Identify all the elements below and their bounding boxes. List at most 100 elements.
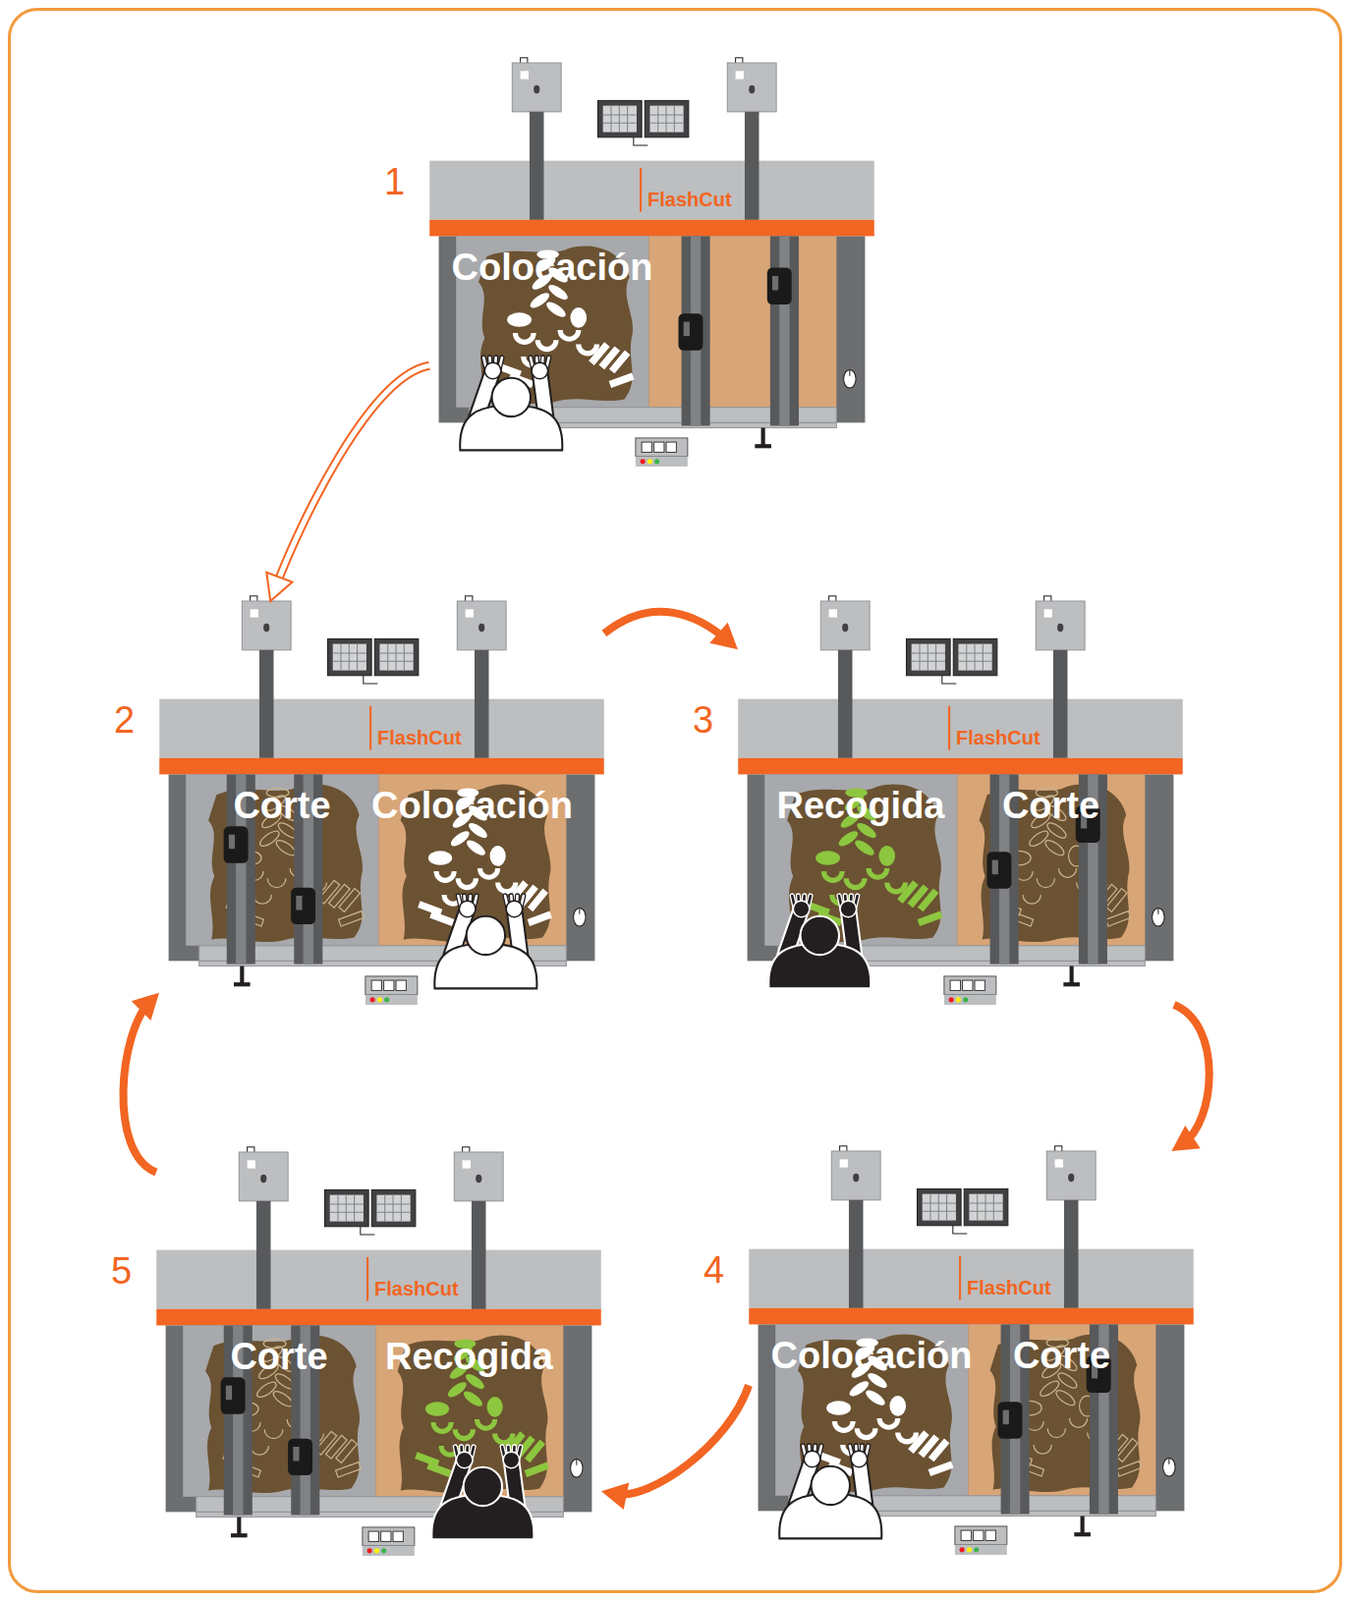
monitor-screen — [649, 106, 683, 133]
cut-piece — [490, 845, 507, 867]
cutting-head — [992, 860, 999, 876]
cut-piece — [326, 1435, 348, 1460]
operator-head — [811, 1466, 850, 1506]
work-zone: Corte — [967, 1325, 1156, 1497]
brand-line — [948, 706, 951, 751]
status-light — [370, 997, 376, 1003]
camera-lens — [478, 623, 485, 632]
cut-piece — [487, 1397, 504, 1418]
machine-foot — [230, 1533, 248, 1538]
cut-piece — [609, 373, 635, 389]
cutting-head — [997, 1402, 1022, 1439]
cut-piece — [428, 850, 452, 866]
zone-label: Colocación — [451, 248, 654, 286]
cut-piece — [506, 312, 532, 328]
monitor-screen — [922, 1194, 957, 1222]
cut-piece — [527, 889, 549, 913]
camera-led — [465, 609, 474, 618]
machine-header — [737, 699, 1183, 759]
cut-piece — [498, 882, 516, 892]
camera-lens — [260, 1175, 267, 1183]
monitor-grid — [339, 644, 341, 672]
monitor-grid — [649, 113, 683, 115]
cut-piece — [464, 838, 488, 859]
monitor-grid — [649, 122, 683, 124]
cut-piece — [544, 299, 568, 321]
camera-box — [831, 1151, 881, 1201]
monitor-grid — [356, 644, 358, 672]
monitor-grid — [968, 1202, 1003, 1204]
cut-piece — [917, 911, 944, 927]
orange-bar — [737, 758, 1183, 776]
camera-pole — [848, 1200, 864, 1309]
step-number: 5 — [111, 1252, 132, 1291]
monitor-grid — [330, 1212, 364, 1214]
camera-led — [735, 70, 744, 79]
camera-box — [456, 601, 507, 651]
step-number: 2 — [113, 701, 135, 739]
arrow-head — [601, 1483, 629, 1511]
cut-piece — [1033, 1445, 1052, 1455]
cut-piece — [815, 850, 841, 866]
brand-line — [958, 1256, 961, 1301]
monitor-grid — [337, 1195, 338, 1223]
camera-pole — [838, 650, 853, 759]
gantry-beam — [779, 235, 789, 426]
monitor-bracket — [633, 137, 649, 146]
cutting-head — [287, 1439, 313, 1476]
cut-piece — [476, 1419, 495, 1429]
camera-led — [250, 609, 259, 618]
arrow-head — [1171, 1125, 1200, 1152]
cutting-head — [772, 276, 779, 291]
mouse-icon — [573, 907, 586, 927]
step-number: 4 — [703, 1251, 725, 1290]
monitor-grid — [348, 644, 350, 672]
cycle-arrow — [122, 993, 160, 1174]
mouse-icon — [1168, 1458, 1170, 1464]
control-box — [362, 1527, 415, 1547]
arrow-shaft — [615, 1385, 749, 1495]
cut-piece — [338, 889, 361, 913]
arrow-shaft — [604, 612, 728, 641]
monitor-grid — [922, 1211, 957, 1213]
brand-name: FlashCut — [377, 728, 462, 748]
brand-name: FlashCut — [966, 1278, 1052, 1298]
cut-piece — [826, 1401, 851, 1416]
machine-foot — [1080, 1517, 1085, 1536]
machine-foot — [1069, 966, 1074, 986]
monitor-grid — [395, 644, 397, 672]
control-key — [393, 1531, 403, 1542]
camera-box — [727, 62, 777, 113]
monitor-screen — [957, 644, 992, 672]
monitor-screen — [333, 644, 367, 672]
work-zone: Corte — [956, 775, 1145, 947]
arrow-head — [131, 993, 160, 1021]
control-strip — [955, 1545, 1008, 1556]
monitor-grid — [353, 1195, 355, 1223]
status-light — [374, 1548, 380, 1554]
operator-hand — [792, 900, 810, 918]
monitor-grid — [376, 1203, 410, 1205]
control-strip — [944, 995, 997, 1006]
control-key — [962, 980, 973, 991]
monitor-grid — [974, 644, 976, 672]
monitor-grid — [918, 644, 920, 672]
machine-node: 2FlashCutCorteColocación — [159, 601, 605, 1006]
operator-hand — [455, 1452, 473, 1469]
machine-foot — [239, 966, 244, 986]
monitor-grid — [911, 652, 946, 654]
operator-head — [492, 378, 531, 417]
cut-piece — [537, 339, 557, 349]
zone-label: Corte — [229, 1338, 328, 1376]
cycle-arrow — [1171, 1005, 1209, 1152]
cycle-arrow — [601, 1385, 749, 1511]
operator-hand — [531, 362, 549, 380]
monitor-grid — [387, 644, 389, 672]
work-zone: Colocación — [455, 236, 649, 408]
machine-foot — [233, 982, 251, 987]
cycle-arrow — [604, 612, 738, 651]
cut-piece — [1068, 1418, 1087, 1428]
cut-piece — [527, 911, 553, 927]
monitor-bracket — [360, 1227, 376, 1236]
